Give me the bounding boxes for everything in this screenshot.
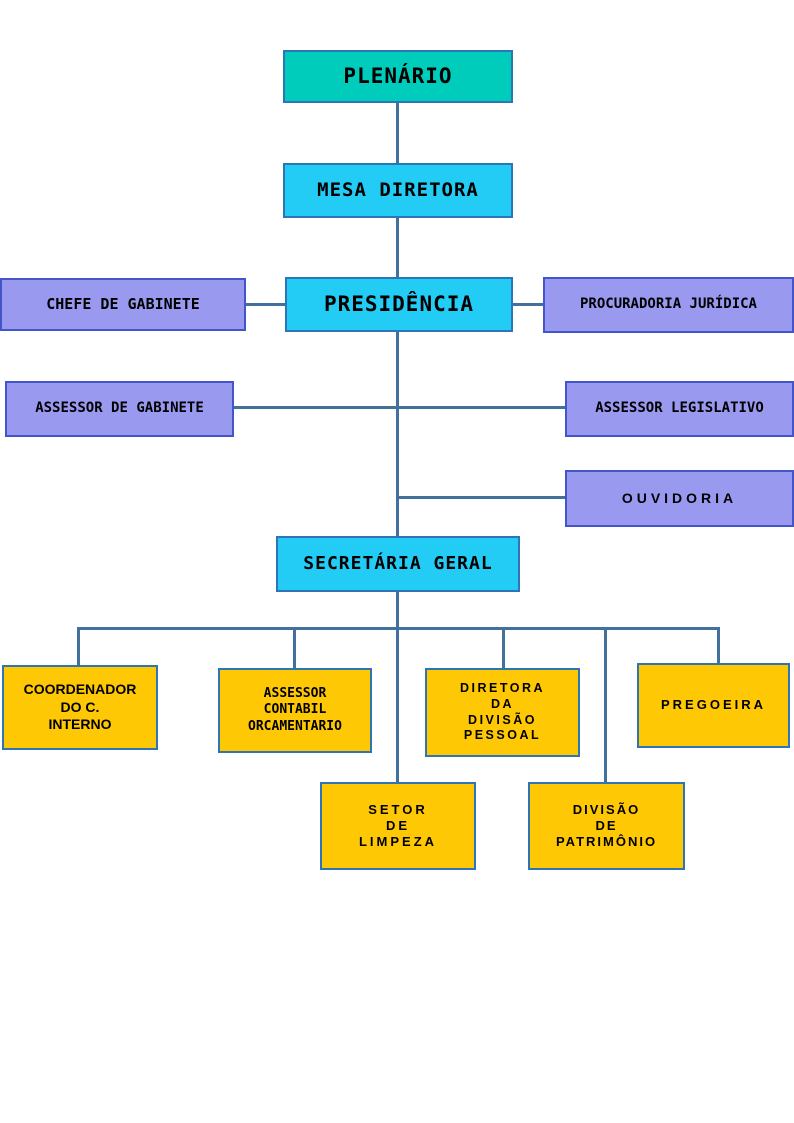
org-box-assessor-legislativo: ASSESSOR LEGISLATIVO (565, 381, 794, 437)
org-box-procuradoria-juridica: PROCURADORIA JURÍDICA (543, 277, 794, 333)
org-box-coordenador-c-interno: COORDENADOR DO C. INTERNO (2, 665, 158, 750)
connector-drop-pregoeira (717, 627, 720, 663)
connector-plenario-mesa (396, 103, 399, 163)
org-box-mesa-diretora: MESA DIRETORA (283, 163, 513, 218)
org-box-assessor-de-gabinete: ASSESSOR DE GABINETE (5, 381, 234, 437)
connector-drop-coordenador (77, 627, 80, 665)
connector-secretaria-bus (396, 592, 399, 628)
org-box-divisao-de-patrimonio: DIVISÃO DE PATRIMÔNIO (528, 782, 685, 870)
connector-ouvidoria-horizontal (397, 496, 565, 499)
connector-presidencia-secretaria (396, 332, 399, 536)
connector-drop-assessor-contabil (293, 627, 296, 668)
org-box-secretaria-geral: SECRETÁRIA GERAL (276, 536, 520, 592)
org-box-assessor-contabil-orcamentario: ASSESSOR CONTABIL ORCAMENTARIO (218, 668, 372, 753)
connector-mesa-presidencia (396, 218, 399, 277)
connector-chefe-presidencia (246, 303, 285, 306)
org-box-presidencia: PRESIDÊNCIA (285, 277, 513, 332)
org-box-diretora-divisao-pessoal: DIRETORA DA DIVISÃO PESSOAL (425, 668, 580, 757)
org-box-ouvidoria: OUVIDORIA (565, 470, 794, 527)
org-box-setor-de-limpeza: SETOR DE LIMPEZA (320, 782, 476, 870)
connector-presidencia-procuradoria (513, 303, 543, 306)
connector-assessores-horizontal (234, 406, 565, 409)
org-box-chefe-de-gabinete: CHEFE DE GABINETE (0, 278, 246, 331)
connector-drop-setor-limpeza (396, 627, 399, 782)
connector-drop-diretora (502, 627, 505, 668)
connector-drop-divisao-patrimonio (604, 627, 607, 782)
org-box-plenario: PLENÁRIO (283, 50, 513, 103)
org-box-pregoeira: PREGOEIRA (637, 663, 790, 748)
